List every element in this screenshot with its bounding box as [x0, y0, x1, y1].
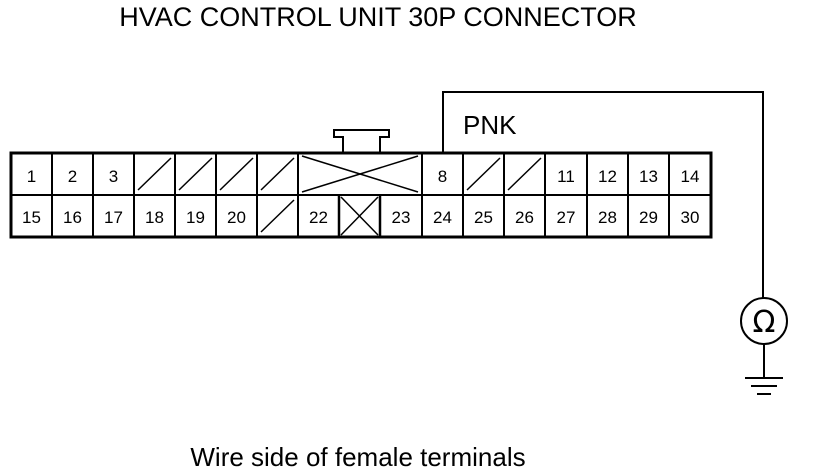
pin-18-label: 18	[145, 208, 164, 227]
ohm-symbol: Ω	[753, 305, 776, 340]
diagram-title: HVAC CONTROL UNIT 30P CONNECTOR	[119, 2, 637, 32]
ground-icon	[745, 377, 783, 395]
connector-lock-icon	[333, 129, 390, 153]
pin-13-label: 13	[639, 167, 658, 186]
pin-14-label: 14	[681, 167, 700, 186]
pin-26-label: 26	[515, 208, 534, 227]
pin-3-label: 3	[109, 167, 118, 186]
pin-12-label: 12	[598, 167, 617, 186]
pin-25-label: 25	[474, 208, 493, 227]
pin-17-label: 17	[104, 208, 123, 227]
pin-15-label: 15	[22, 208, 41, 227]
pin-2-label: 2	[68, 167, 77, 186]
pin-1-label: 1	[27, 167, 36, 186]
ohmmeter-icon: Ω	[740, 297, 788, 345]
wire-color-label: PNK	[463, 110, 517, 140]
pin-23-label: 23	[392, 208, 411, 227]
pnk-wire	[442, 91, 764, 299]
pin-29-label: 29	[639, 208, 658, 227]
pin-30-label: 30	[681, 208, 700, 227]
diagram-caption: Wire side of female terminals	[190, 442, 526, 472]
pin-27-label: 27	[557, 208, 576, 227]
pin-24-label: 24	[433, 208, 452, 227]
pin-20-label: 20	[227, 208, 246, 227]
pin-11-label: 11	[557, 167, 575, 186]
pin-19-label: 19	[186, 208, 205, 227]
pin-22-label: 22	[309, 208, 328, 227]
pin-28-label: 28	[598, 208, 617, 227]
pin-8-label: 8	[438, 167, 447, 186]
pin-16-label: 16	[63, 208, 82, 227]
